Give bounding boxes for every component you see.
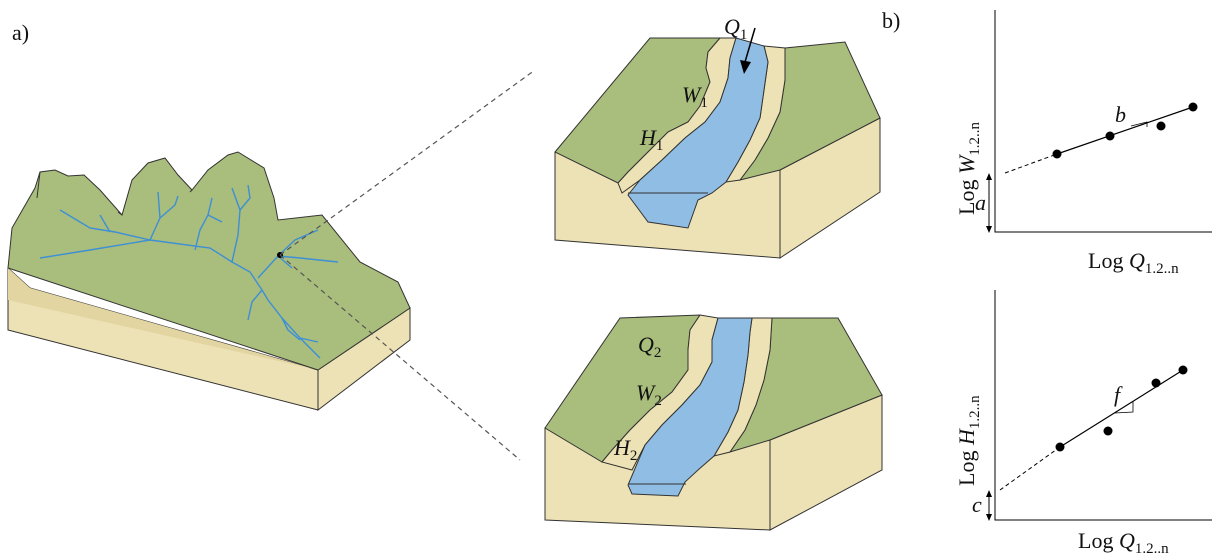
main-river: [39, 239, 321, 359]
plot-top-point: [1052, 149, 1062, 159]
plot-bottom-extrapolation: [999, 446, 1061, 491]
plot-bottom-ylabel: Log H1.2..n: [954, 395, 983, 486]
channel-block-top: [554, 37, 881, 259]
connector-lines: [279, 69, 536, 461]
plot-bottom: f c Log H1.2..n Log Q1.2..n: [954, 290, 1212, 557]
plot-top-extrapolation: [1004, 153, 1058, 174]
tributary: [207, 214, 223, 223]
block-top-water: [627, 37, 769, 229]
plot-top-axes: [994, 10, 1212, 233]
plot-top-ylabel: Log W1.2..n: [954, 121, 983, 215]
tributary: [257, 229, 319, 279]
channel-block-bottom: [544, 314, 883, 531]
label-q1: Q1: [724, 14, 747, 43]
plot-bottom-point: [1103, 426, 1113, 436]
watershed-block: [7, 151, 411, 412]
label-h2: H2: [613, 435, 637, 464]
plot-top-slope-triangle: [1130, 121, 1148, 127]
tributary: [239, 184, 251, 211]
block-bottom-water: [627, 317, 753, 497]
plot-bottom-point: [1055, 442, 1065, 452]
plot-bottom-point: [1151, 378, 1161, 388]
plot-bottom-intercept-label: c: [972, 492, 982, 517]
flow-arrow-icon: [740, 27, 756, 74]
tributary: [159, 195, 179, 219]
watershed-terrain: [7, 151, 411, 371]
plot-bottom-axes: [994, 290, 1212, 521]
label-q2: Q2: [638, 332, 661, 361]
panel-label-b: b): [882, 8, 900, 33]
plot-bottom-xlabel: Log Q1.2..n: [1078, 528, 1169, 557]
plot-top: b a Log W1.2..n Log Q1.2..n: [954, 10, 1212, 277]
plot-top-point: [1105, 131, 1115, 141]
plot-top-point: [1156, 121, 1166, 131]
plot-top-point: [1188, 102, 1198, 112]
tributary: [299, 337, 319, 343]
plot-top-slope-label: b: [1115, 102, 1126, 127]
tributary: [281, 317, 301, 341]
connector-to-top-block: [279, 69, 536, 256]
label-w2: W2: [636, 380, 662, 409]
plot-top-fit-line: [1056, 106, 1194, 155]
plot-bottom-slope-label: f: [1114, 382, 1123, 407]
tributary: [194, 197, 213, 251]
tributary: [59, 209, 151, 241]
tributary: [277, 255, 339, 263]
plot-bottom-fit-line: [1059, 369, 1184, 448]
connector-to-bottom-block: [279, 254, 521, 461]
plot-bottom-point: [1178, 365, 1188, 375]
tributary: [231, 187, 241, 263]
plot-bottom-slope-triangle: [1114, 401, 1134, 414]
panel-label-a: a): [12, 20, 29, 45]
tributary: [247, 289, 263, 321]
label-w1: W1: [682, 82, 708, 111]
label-h1: H1: [639, 125, 663, 154]
watershed-ridge-line: [36, 171, 193, 216]
tributary: [277, 255, 293, 269]
plot-top-xlabel: Log Q1.2..n: [1088, 248, 1179, 277]
plot-top-intercept-label: a: [975, 190, 986, 215]
river-network: [39, 184, 339, 359]
tributary: [99, 214, 111, 233]
